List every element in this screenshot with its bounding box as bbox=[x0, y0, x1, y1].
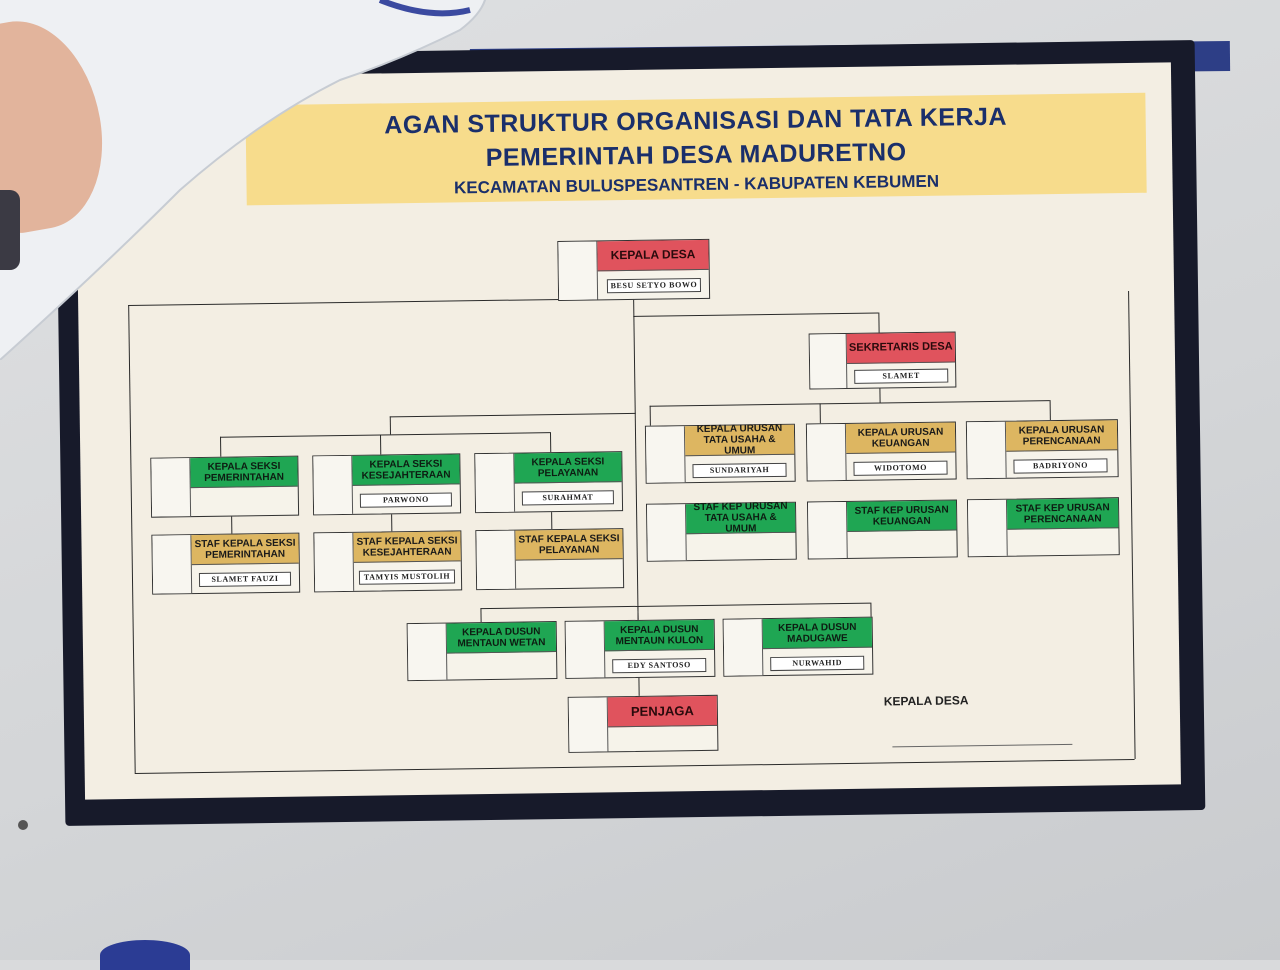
secretary-name: SLAMET bbox=[854, 368, 949, 384]
connector-line bbox=[134, 758, 1135, 774]
connector-line bbox=[649, 400, 1050, 407]
secretary-unit: SEKRETARIS DESA SLAMET bbox=[808, 331, 957, 390]
affairs-unit: KEPALA URUSAN TATA USAHA & UMUM SUNDARIY… bbox=[644, 423, 796, 484]
affairs-unit: KEPALA URUSAN PERENCANAAN BADRIYONO bbox=[965, 419, 1119, 480]
section-unit: KEPALA SEKSI PELAYANAN SURAHMAT bbox=[474, 451, 624, 514]
connector-line bbox=[1128, 291, 1136, 759]
section-staff-name: SLAMET FAUZI bbox=[198, 571, 292, 588]
photo-slot bbox=[407, 623, 448, 681]
section-title: KEPALA SEKSI PELAYANAN bbox=[514, 452, 622, 484]
hamlet-title: KEPALA DUSUN MADUGAWE bbox=[762, 617, 873, 650]
affairs-staff-unit: STAF KEP URUSAN KEUANGAN bbox=[806, 499, 958, 560]
affairs-title: KEPALA URUSAN KEUANGAN bbox=[845, 422, 956, 454]
hamlet-title: KEPALA DUSUN MENTAUN KULON bbox=[604, 619, 715, 652]
section-staff-title: STAF KEPALA SEKSI PEMERINTAHAN bbox=[191, 533, 299, 566]
photo-slot bbox=[476, 530, 517, 590]
section-unit: KEPALA SEKSI KESEJAHTERAAN PARWONO bbox=[312, 453, 462, 516]
signature-label: KEPALA DESA bbox=[883, 693, 969, 709]
affairs-staff-title: STAF KEP URUSAN TATA USAHA & UMUM bbox=[685, 501, 796, 535]
section-title: KEPALA SEKSI PEMERINTAHAN bbox=[190, 456, 298, 489]
guard-unit: PENJAGA bbox=[567, 694, 719, 753]
connector-line bbox=[389, 412, 636, 418]
signature-line bbox=[892, 743, 1073, 748]
section-unit: KEPALA SEKSI PEMERINTAHAN bbox=[150, 455, 300, 518]
photo-slot bbox=[565, 621, 606, 678]
section-name: SURAHMAT bbox=[521, 490, 614, 506]
secretary-title: SEKRETARIS DESA bbox=[846, 332, 956, 364]
section-staff-unit: STAF KEPALA SEKSI PEMERINTAHAN SLAMET FA… bbox=[151, 532, 301, 595]
hamlet-unit: KEPALA DUSUN MENTAUN WETAN bbox=[406, 621, 558, 682]
hamlet-unit: KEPALA DUSUN MENTAUN KULON EDY SANTOSO bbox=[564, 618, 716, 679]
affairs-staff-title: STAF KEP URUSAN KEUANGAN bbox=[846, 500, 957, 532]
affairs-staff-unit: STAF KEP URUSAN TATA USAHA & UMUM bbox=[645, 501, 797, 562]
blue-object bbox=[100, 940, 190, 970]
connector-line bbox=[633, 312, 879, 317]
hamlet-title: KEPALA DUSUN MENTAUN WETAN bbox=[446, 622, 557, 654]
hamlet-name: EDY SANTOSO bbox=[612, 657, 707, 674]
photo-slot bbox=[647, 504, 687, 561]
connector-line bbox=[220, 432, 550, 438]
section-staff-unit: STAF KEPALA SEKSI PELAYANAN bbox=[475, 528, 625, 591]
hamlet-name: NURWAHID bbox=[770, 655, 865, 672]
connector-line bbox=[819, 403, 821, 424]
connector-line bbox=[1049, 400, 1051, 421]
affairs-name: SUNDARIYAH bbox=[692, 462, 787, 479]
affairs-title: KEPALA URUSAN PERENCANAAN bbox=[1005, 420, 1118, 452]
guard-title: PENJAGA bbox=[607, 695, 718, 728]
photo-slot bbox=[809, 333, 848, 389]
photo-slot bbox=[314, 532, 355, 592]
connector-line bbox=[128, 304, 136, 773]
section-staff-name: TAMYIS MUSTOLIH bbox=[358, 569, 456, 585]
photo-slot bbox=[645, 426, 686, 483]
affairs-unit: KEPALA URUSAN KEUANGAN WIDOTOMO bbox=[805, 421, 957, 482]
connector-line bbox=[379, 434, 382, 455]
photo-slot bbox=[807, 501, 848, 559]
connector-line bbox=[649, 405, 651, 426]
connector-line bbox=[220, 436, 222, 457]
section-staff-unit: STAF KEPALA SEKSI KESEJAHTERAAN TAMYIS M… bbox=[313, 530, 463, 593]
section-staff-title: STAF KEPALA SEKSI PELAYANAN bbox=[515, 529, 623, 561]
connector-line bbox=[549, 432, 552, 453]
section-name: PARWONO bbox=[359, 492, 453, 508]
photo-slot bbox=[558, 241, 599, 300]
photo-slot bbox=[313, 455, 354, 515]
head-title: KEPALA DESA bbox=[597, 239, 709, 272]
photo-slot bbox=[723, 619, 764, 676]
connector-line bbox=[878, 312, 880, 333]
photo-slot bbox=[568, 697, 609, 752]
affairs-staff-unit: STAF KEP URUSAN PERENCANAAN bbox=[966, 497, 1120, 558]
section-staff-title: STAF KEPALA SEKSI KESEJAHTERAAN bbox=[353, 531, 461, 563]
affairs-name: BADRIYONO bbox=[1013, 458, 1108, 474]
affairs-title: KEPALA URUSAN TATA USAHA & UMUM bbox=[684, 423, 795, 457]
photo-slot bbox=[151, 458, 192, 517]
connector-line bbox=[633, 315, 639, 606]
hamlet-unit: KEPALA DUSUN MADUGAWE NURWAHID bbox=[722, 616, 874, 677]
photo-slot bbox=[152, 535, 193, 594]
sleeve bbox=[0, 190, 20, 270]
connector-line bbox=[480, 602, 871, 610]
photo-slot bbox=[967, 499, 1008, 557]
affairs-name: WIDOTOMO bbox=[853, 460, 948, 476]
section-title: KEPALA SEKSI KESEJAHTERAAN bbox=[352, 454, 460, 486]
photo-slot bbox=[806, 423, 847, 481]
photo-slot bbox=[475, 453, 516, 513]
curled-paper bbox=[0, 0, 486, 360]
connector-line bbox=[389, 416, 391, 435]
connector-line bbox=[870, 602, 872, 617]
connector-line bbox=[480, 608, 482, 623]
wall-mark bbox=[18, 820, 28, 830]
head-unit: KEPALA DESA BESU SETYO BOWO bbox=[557, 238, 711, 301]
affairs-staff-title: STAF KEP URUSAN PERENCANAAN bbox=[1006, 498, 1119, 530]
photo-slot bbox=[966, 421, 1007, 479]
head-name: BESU SETYO BOWO bbox=[606, 277, 702, 294]
